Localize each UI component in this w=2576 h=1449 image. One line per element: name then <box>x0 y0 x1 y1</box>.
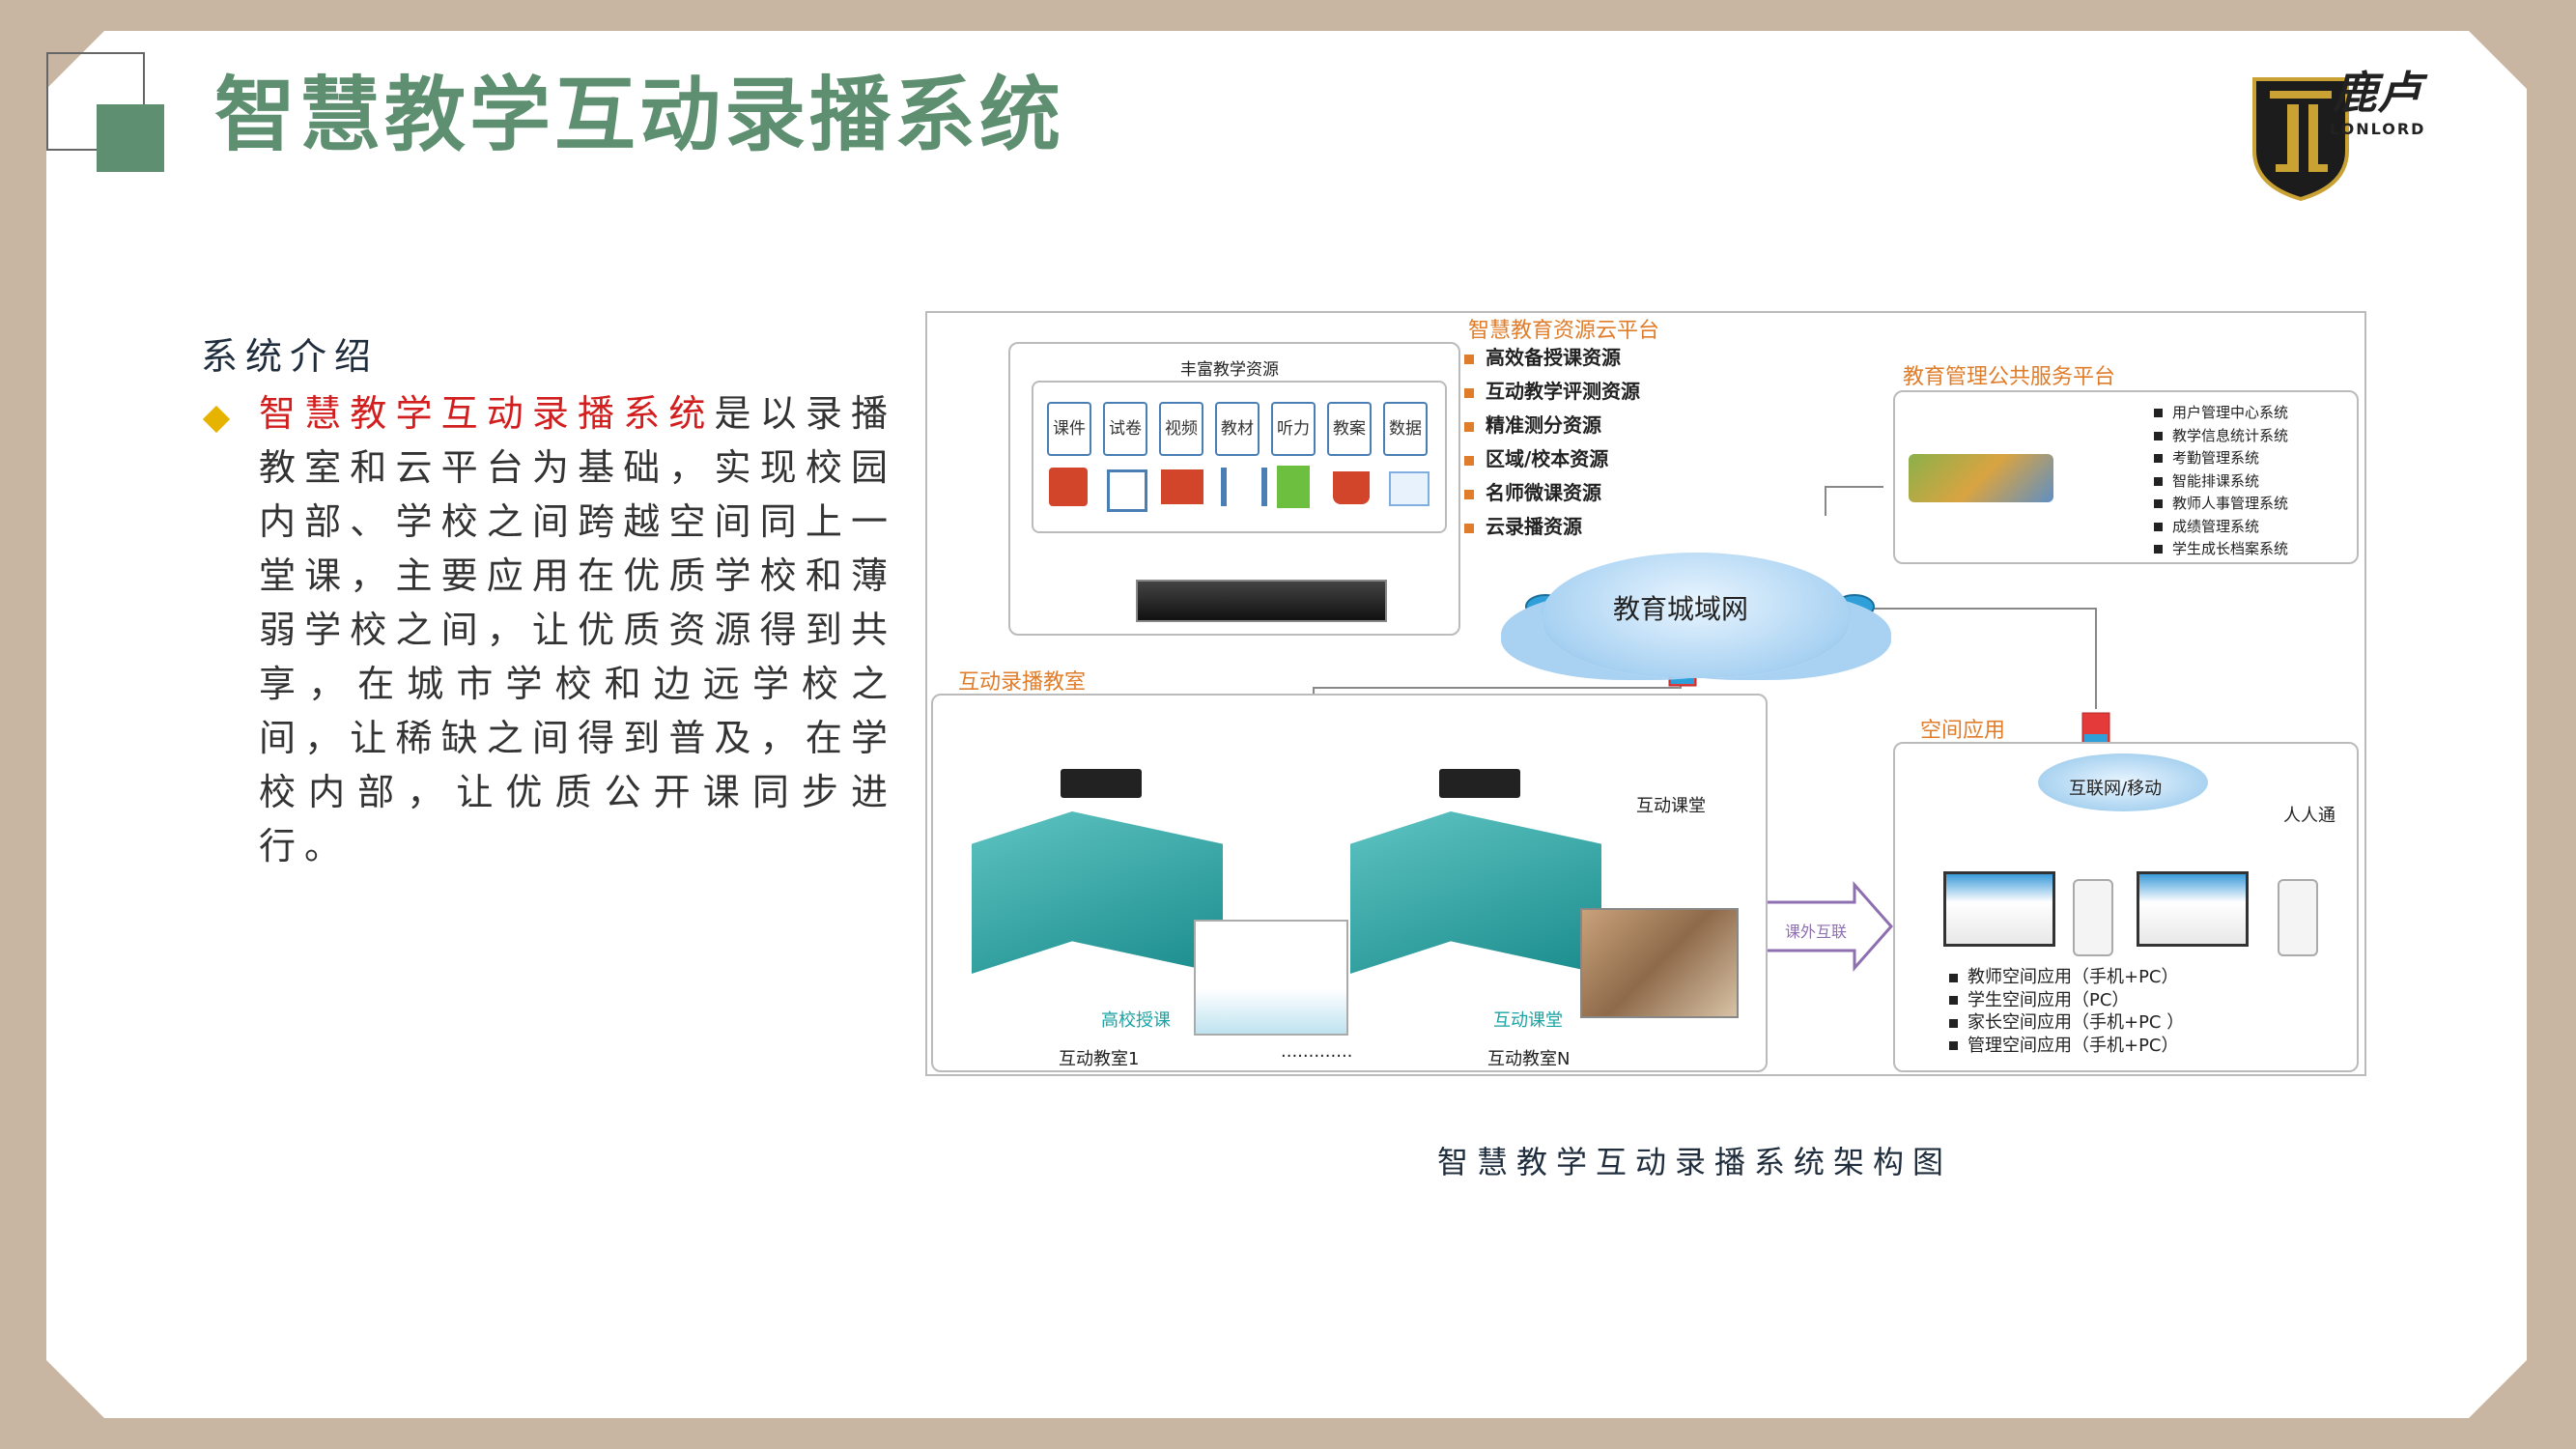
mgmt-box: 用户管理中心系统 教学信息统计系统 考勤管理系统 智能排课系统 教师人事管理系统… <box>1893 390 2359 564</box>
desktop-pc-icon <box>2137 871 2249 947</box>
classroom-1-icon <box>972 811 1223 974</box>
metro-network-label: 教育城域网 <box>1613 593 1749 625</box>
space-item: 教师空间应用（手机+PC） <box>1949 966 2184 989</box>
exam-paper-icon: 试卷 <box>1103 402 1147 456</box>
title-deco-outline-square <box>46 52 145 151</box>
lonlord-shield-logo <box>2252 77 2349 202</box>
title-deco-green-square <box>97 104 164 172</box>
cloud-item: 云录播资源 <box>1464 511 1640 539</box>
resource-box: 丰富教学资源 课件 试卷 视频 教材 听力 教案 数据 <box>1008 342 1460 636</box>
lesson-plan-icon: 教案 <box>1327 402 1372 456</box>
hudong-ketang2-label: 互动课堂 <box>1493 1010 1563 1031</box>
classroom-photo <box>1580 908 1739 1018</box>
video-icon: 视频 <box>1159 402 1203 456</box>
classroom-n-icon <box>1350 811 1601 974</box>
server-cluster-icon <box>1909 454 2053 502</box>
frame-corner <box>46 1360 104 1418</box>
renren-label: 人人通 <box>2283 806 2335 826</box>
intro-body: 是以录播教室和云平台为基础，实现校园内部、学校之间跨越空间同上一堂课，主要应用在… <box>259 392 896 867</box>
section-heading: 系统介绍 <box>201 335 380 378</box>
metro-network-cloud <box>1542 553 1851 678</box>
mgmt-item: 考勤管理系统 <box>2154 447 2288 470</box>
roomN-label: 互动教室N <box>1487 1049 1571 1069</box>
mgmt-item: 用户管理中心系统 <box>2154 402 2288 425</box>
mgmt-item: 成绩管理系统 <box>2154 516 2288 539</box>
hudong-ketang-label: 互动课堂 <box>1636 796 1706 816</box>
diagram-caption: 智慧教学互动录播系统架构图 <box>1437 1144 1953 1180</box>
cloud-item: 高效备授课资源 <box>1464 342 1640 370</box>
space-app-box: 互联网/移动 人人通 教师空间应用（手机+PC） 学生空间应用（PC） 家长空间… <box>1893 742 2359 1072</box>
cloud-item: 名师微课资源 <box>1464 477 1640 505</box>
internet-label: 互联网/移动 <box>2069 779 2163 799</box>
video-file-icon <box>1161 469 1203 504</box>
listening-icon: 听力 <box>1271 402 1316 456</box>
logo-name: 鹿卢 <box>2333 67 2421 119</box>
cloud-item: 区域/校本资源 <box>1464 443 1640 471</box>
courseware-icon: 课件 <box>1047 402 1091 456</box>
cloud-item: 精准测分资源 <box>1464 410 1640 438</box>
mgmt-item: 教师人事管理系统 <box>2154 493 2288 516</box>
mgmt-items-list: 用户管理中心系统 教学信息统计系统 考勤管理系统 智能排课系统 教师人事管理系统… <box>2154 402 2288 561</box>
frame-corner <box>46 31 104 89</box>
cloud-items-list: 高效备授课资源 互动教学评测资源 精准测分资源 区域/校本资源 名师微课资源 云… <box>1464 342 1640 545</box>
recorder-device-icon <box>1061 769 1142 798</box>
classroom-area-label: 互动录播教室 <box>958 670 1087 695</box>
resource-icons-panel <box>1032 381 1447 533</box>
gaoxiao-label: 高校授课 <box>1101 1010 1171 1031</box>
architecture-diagram: 智慧教育资源云平台 丰富教学资源 课件 试卷 视频 教材 听力 教案 数据 高效… <box>925 311 2366 1076</box>
textbook-icon: 教材 <box>1215 402 1260 456</box>
classroom-box: 高校授课 互动教室1 ............. 互动课堂 互动课堂 互动教室N <box>931 694 1768 1072</box>
mgmt-platform-label: 教育管理公共服务平台 <box>1903 365 2116 389</box>
powerpoint-icon <box>1049 468 1088 506</box>
space-item: 家长空间应用（手机+PC ） <box>1949 1011 2184 1035</box>
after-class-label: 课外互联 <box>1785 923 1848 941</box>
internet-cloud <box>2038 753 2208 811</box>
audio-file-icon <box>1277 466 1310 508</box>
logo-subtitle: LONLORD <box>2330 120 2426 138</box>
mgmt-item: 智能排课系统 <box>2154 470 2288 494</box>
space-item: 管理空间应用（手机+PC） <box>1949 1035 2184 1058</box>
screen-thumbnail-icon <box>1194 920 1348 1036</box>
desktop-pc-icon <box>1943 871 2055 947</box>
document-icon <box>1107 469 1147 512</box>
space-items-list: 教师空间应用（手机+PC） 学生空间应用（PC） 家长空间应用（手机+PC ） … <box>1949 966 2184 1057</box>
rich-resources-label: 丰富教学资源 <box>1180 360 1279 380</box>
cloud-item: 互动教学评测资源 <box>1464 376 1640 404</box>
mobile-phone-icon <box>2278 879 2318 956</box>
books-icon <box>1221 468 1267 506</box>
cloud-platform-label: 智慧教育资源云平台 <box>1468 319 1660 343</box>
frame-corner <box>2469 31 2527 89</box>
recorder-device-icon <box>1439 769 1520 798</box>
data-icon: 数据 <box>1383 402 1428 456</box>
mobile-phone-icon <box>2073 879 2113 956</box>
room1-label: 互动教室1 <box>1059 1049 1140 1069</box>
space-app-label: 空间应用 <box>1920 719 2006 743</box>
page-title: 智慧教学互动录播系统 <box>214 68 1065 162</box>
frame-corner <box>2469 1360 2527 1418</box>
intro-highlight: 智慧教学互动录播系统 <box>259 392 715 435</box>
server-rack-icon <box>1136 580 1387 622</box>
mgmt-item: 教学信息统计系统 <box>2154 425 2288 448</box>
image-icon <box>1389 471 1430 506</box>
intro-paragraph: 智慧教学互动录播系统是以录播教室和云平台为基础，实现校园内部、学校之间跨越空间同… <box>259 386 896 873</box>
ellipsis-label: ............. <box>1281 1041 1353 1062</box>
case-icon <box>1333 471 1370 504</box>
mgmt-item: 学生成长档案系统 <box>2154 538 2288 561</box>
space-item: 学生空间应用（PC） <box>1949 989 2184 1012</box>
